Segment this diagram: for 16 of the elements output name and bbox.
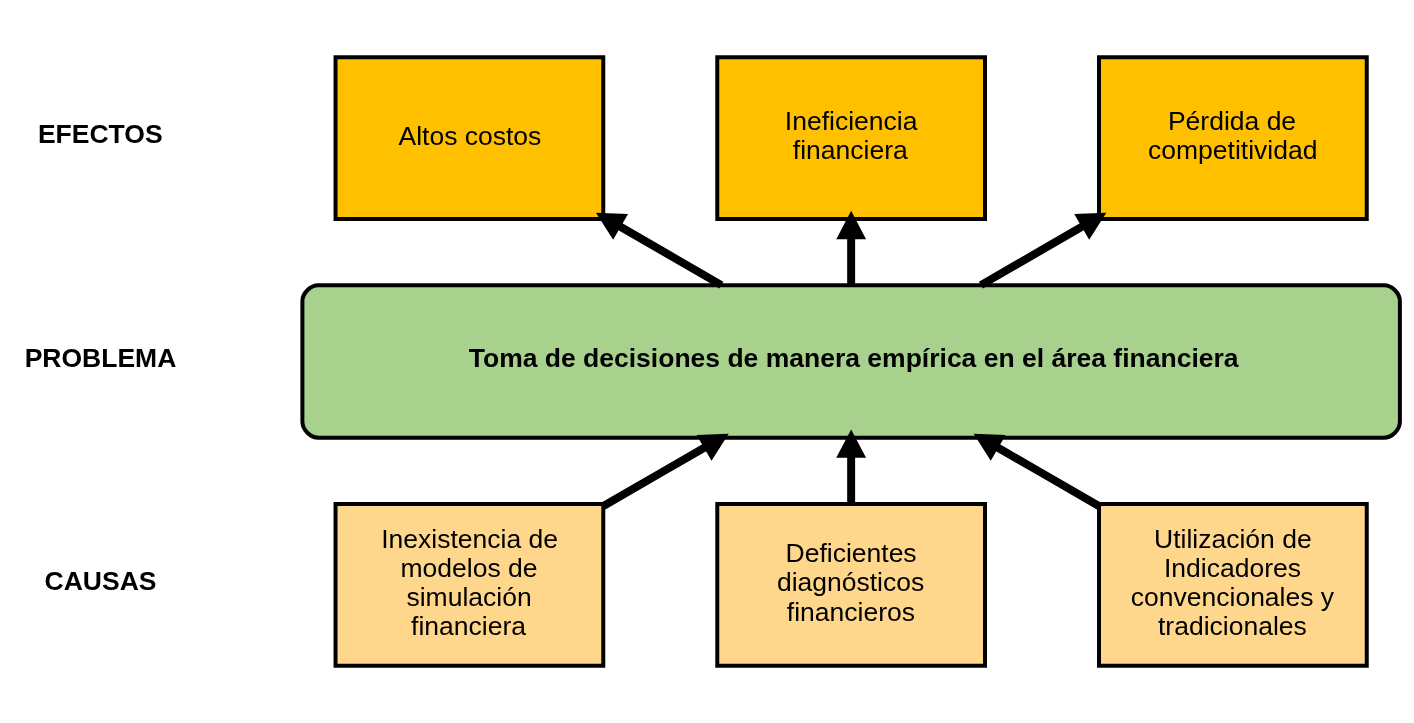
- label: CAUSAS: [44, 566, 157, 597]
- arrow: [601, 433, 729, 510]
- arrow: [978, 212, 1107, 289]
- node-box: Altos costos: [333, 55, 606, 221]
- node-box: Inexistencia de modelos de simulación financiera: [333, 502, 606, 668]
- arrow: [973, 433, 1101, 510]
- node-box: Pérdida de competitividad: [1097, 55, 1369, 221]
- node-box: Utilización de Indicadores convencionales y tradicionales: [1097, 502, 1369, 668]
- arrow: [836, 210, 867, 285]
- arrow: [595, 212, 724, 289]
- label: PROBLEMA: [24, 342, 177, 373]
- node-box: Ineficiencia financiera: [715, 55, 987, 221]
- node-box: Deficientes diagnósticos financieros: [715, 502, 987, 668]
- node-box: Toma de decisiones de manera empírica en el área financiera: [300, 283, 1402, 440]
- arrow: [836, 429, 867, 504]
- label: EFECTOS: [37, 119, 163, 150]
